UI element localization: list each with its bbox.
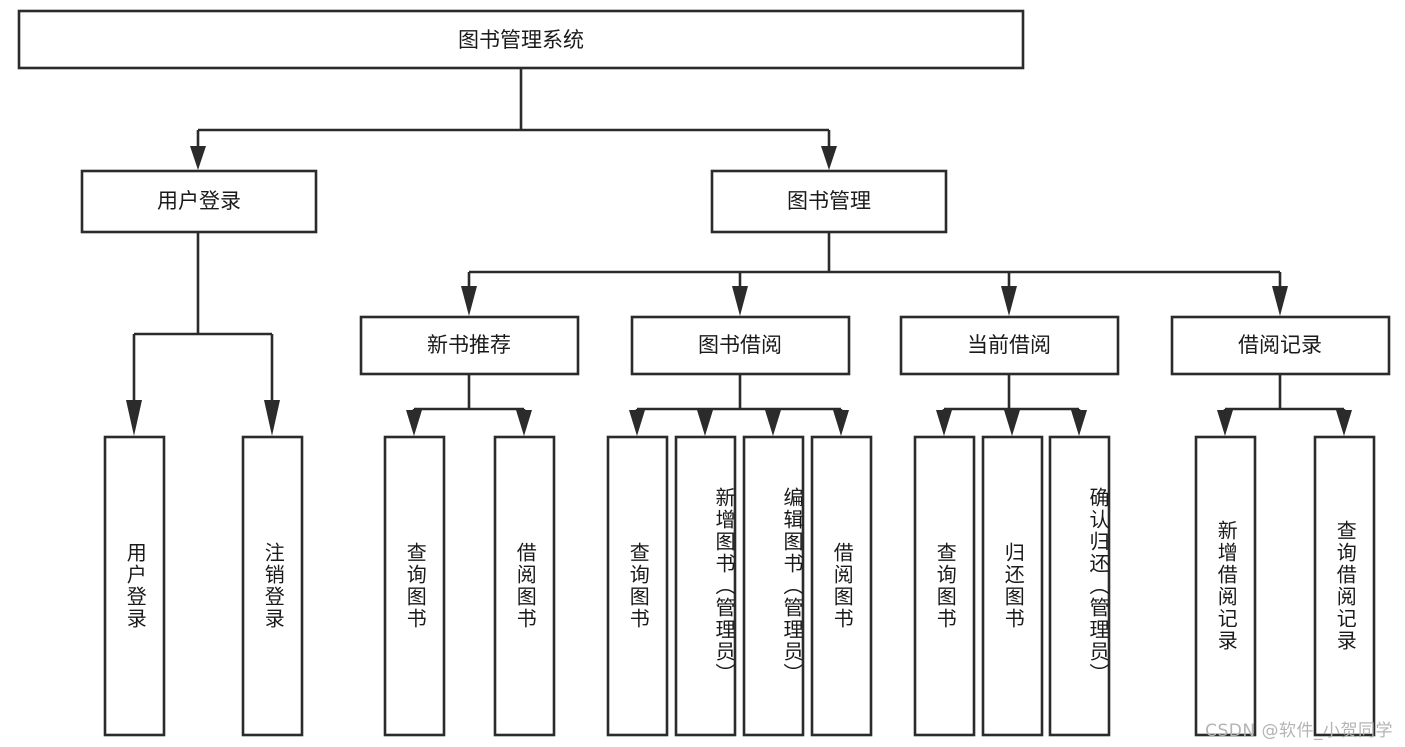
arrow-head-leaf-borrow-book-2 [833, 410, 849, 436]
node-new-book-recommend[interactable]: 新书推荐 [359, 315, 580, 376]
leaf-box-edit-book[interactable] [742, 435, 805, 737]
arrow-head-book-manage [821, 146, 837, 170]
node-book-borrow-label: 图书借阅 [698, 333, 782, 357]
node-current-borrow-box[interactable] [899, 315, 1120, 376]
node-current-borrow-label: 当前借阅 [967, 333, 1051, 357]
arrow-head-leaf-borrow-book-1 [516, 410, 532, 436]
node-root[interactable]: 图书管理系统 [17, 9, 1025, 70]
leaf-boxes-group [103, 435, 1376, 737]
arrow-head-leaf-edit-book [765, 410, 781, 436]
arrow-head-book-borrow [732, 286, 748, 316]
node-root-box[interactable] [17, 9, 1025, 70]
arrow-head-leaf-add-record [1217, 410, 1233, 436]
leaf-box-logout-login[interactable] [241, 435, 304, 737]
leaf-box-add-book[interactable] [674, 435, 737, 737]
leaf-box-return-book[interactable] [981, 435, 1044, 737]
node-user-login[interactable]: 用户登录 [80, 169, 318, 234]
node-book-borrow[interactable]: 图书借阅 [630, 315, 851, 376]
arrow-head-borrow-record [1272, 286, 1288, 316]
node-user-login-box[interactable] [80, 169, 318, 234]
arrow-head-leaf-return-book [1004, 410, 1020, 436]
node-user-login-label: 用户登录 [157, 189, 241, 213]
leaf-box-query-book-3[interactable] [913, 435, 976, 737]
node-book-manage-label: 图书管理 [787, 189, 871, 213]
leaf-box-add-record[interactable] [1194, 435, 1257, 737]
connectors-group [126, 68, 1352, 436]
leaf-box-query-record[interactable] [1313, 435, 1376, 737]
node-book-borrow-box[interactable] [630, 315, 851, 376]
node-borrow-record-box[interactable] [1170, 315, 1391, 376]
leaf-box-borrow-book-1[interactable] [493, 435, 556, 737]
node-new-book-recommend-box[interactable] [359, 315, 580, 376]
node-book-manage-box[interactable] [710, 169, 948, 234]
node-borrow-record-label: 借阅记录 [1238, 333, 1322, 357]
node-new-book-recommend-label: 新书推荐 [427, 333, 511, 357]
arrow-head-leaf-query-book-3 [936, 410, 952, 436]
arrow-head-new-book-recommend [461, 286, 477, 316]
node-root-label: 图书管理系统 [458, 28, 584, 52]
arrow-head-leaf-query-book-1 [406, 410, 422, 436]
leaf-box-user-login[interactable] [103, 435, 166, 737]
arrow-head-leaf-query-book-2 [629, 410, 645, 436]
leaf-box-query-book-2[interactable] [606, 435, 669, 737]
arrow-head-current-borrow [1001, 286, 1017, 316]
node-current-borrow[interactable]: 当前借阅 [899, 315, 1120, 376]
leaf-box-borrow-book-2[interactable] [810, 435, 873, 737]
arrow-head-leaf-user-login [126, 400, 142, 436]
arrow-head-leaf-query-record [1336, 410, 1352, 436]
leaf-box-confirm-return[interactable] [1048, 435, 1111, 737]
node-borrow-record[interactable]: 借阅记录 [1170, 315, 1391, 376]
leaf-box-query-book-1[interactable] [383, 435, 446, 737]
node-book-manage[interactable]: 图书管理 [710, 169, 948, 234]
arrow-head-leaf-confirm-return [1071, 410, 1087, 436]
watermark-text: CSDN @软件_小贺同学 [1205, 721, 1393, 741]
arrow-head-leaf-logout-login [264, 400, 280, 436]
arrow-head-user-login [190, 146, 206, 170]
arrow-head-leaf-add-book [697, 410, 713, 436]
